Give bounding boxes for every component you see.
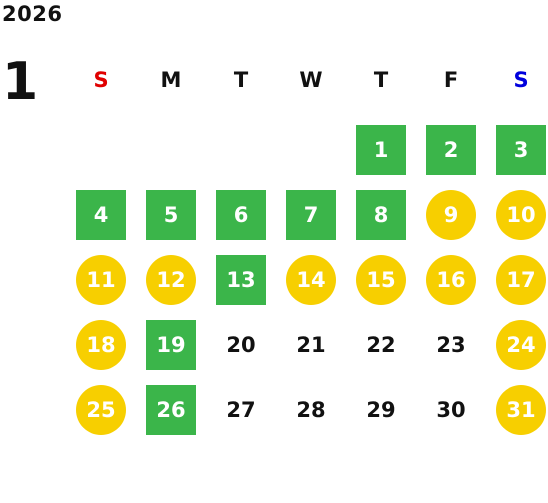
day-cell-6[interactable]: 6 (216, 190, 266, 240)
day-cell-31[interactable]: 31 (496, 385, 546, 435)
day-cell-19[interactable]: 19 (146, 320, 196, 370)
year-label: 2026 (2, 2, 63, 26)
month-number: 1 (2, 52, 39, 112)
day-cell-22[interactable]: 22 (366, 333, 396, 357)
day-cell-1[interactable]: 1 (356, 125, 406, 175)
weekday-sun: S (93, 68, 109, 92)
day-cell-26[interactable]: 26 (146, 385, 196, 435)
day-cell-24[interactable]: 24 (496, 320, 546, 370)
day-cell-9[interactable]: 9 (426, 190, 476, 240)
day-cell-16[interactable]: 16 (426, 255, 476, 305)
day-cell-5[interactable]: 5 (146, 190, 196, 240)
day-cell-12[interactable]: 12 (146, 255, 196, 305)
weekday-sat: S (513, 68, 529, 92)
day-cell-17[interactable]: 17 (496, 255, 546, 305)
day-cell-27[interactable]: 27 (226, 398, 256, 422)
weekday-wed: W (299, 68, 323, 92)
day-cell-13[interactable]: 13 (216, 255, 266, 305)
day-cell-2[interactable]: 2 (426, 125, 476, 175)
day-cell-10[interactable]: 10 (496, 190, 546, 240)
weekday-tue: T (233, 68, 249, 92)
day-cell-21[interactable]: 21 (296, 333, 326, 357)
day-cell-25[interactable]: 25 (76, 385, 126, 435)
day-cell-29[interactable]: 29 (366, 398, 396, 422)
day-cell-11[interactable]: 11 (76, 255, 126, 305)
day-cell-14[interactable]: 14 (286, 255, 336, 305)
weekday-thu: T (373, 68, 389, 92)
day-cell-28[interactable]: 28 (296, 398, 326, 422)
day-cell-15[interactable]: 15 (356, 255, 406, 305)
day-cell-7[interactable]: 7 (286, 190, 336, 240)
day-cell-8[interactable]: 8 (356, 190, 406, 240)
day-cell-20[interactable]: 20 (226, 333, 256, 357)
day-cell-30[interactable]: 30 (436, 398, 466, 422)
day-cell-4[interactable]: 4 (76, 190, 126, 240)
weekday-fri: F (443, 68, 459, 92)
day-cell-23[interactable]: 23 (436, 333, 466, 357)
day-cell-18[interactable]: 18 (76, 320, 126, 370)
day-cell-3[interactable]: 3 (496, 125, 546, 175)
weekday-mon: M (160, 68, 182, 92)
